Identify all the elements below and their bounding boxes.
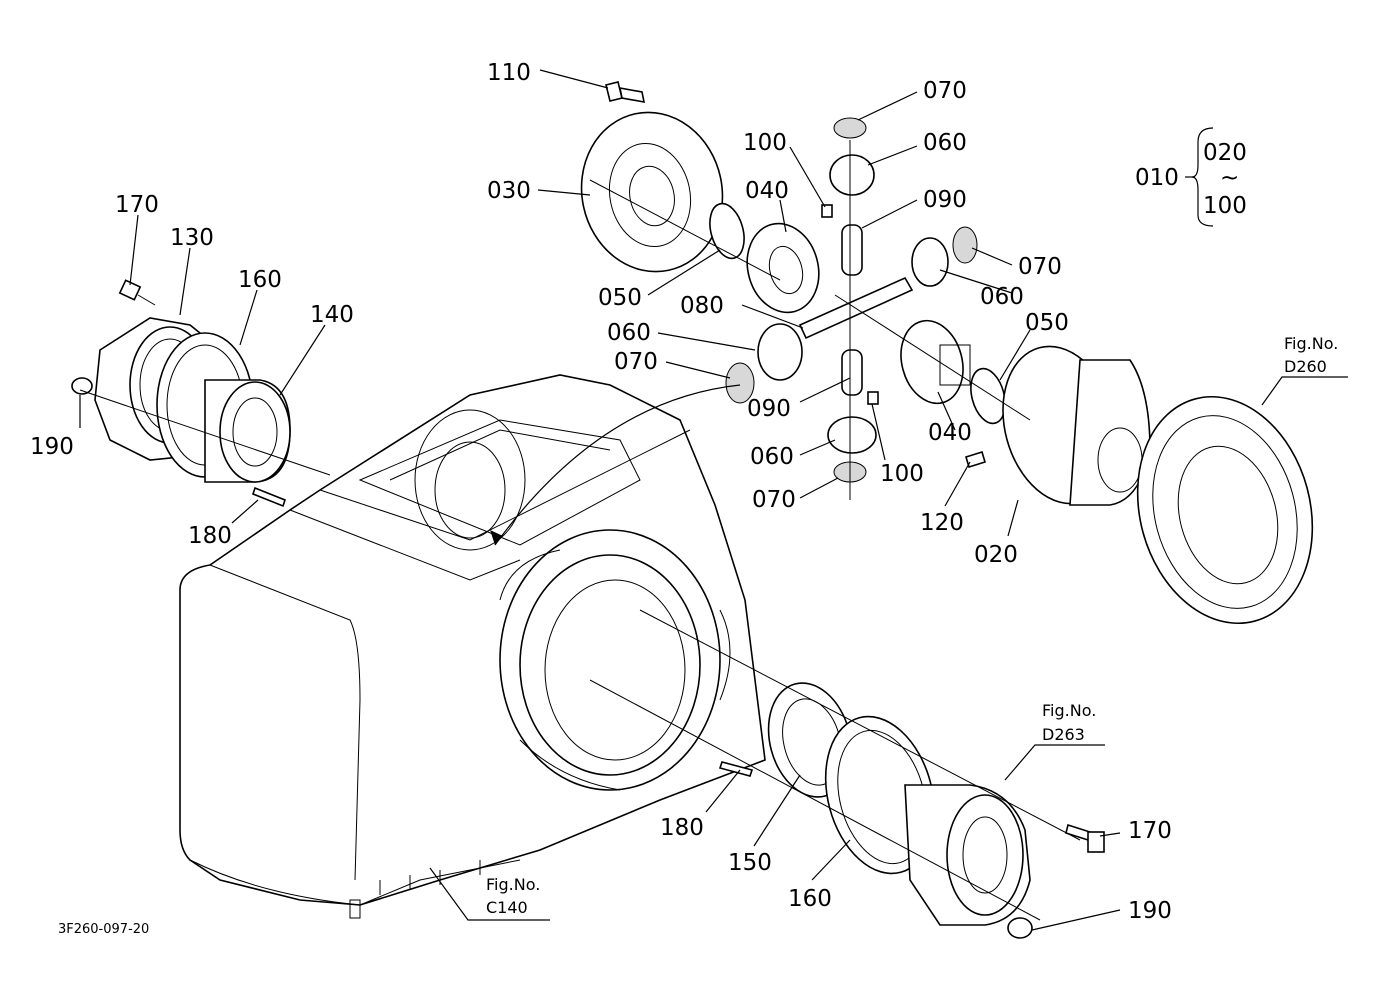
callout-070-top: 070 bbox=[923, 78, 967, 104]
callout-070-bottom: 070 bbox=[752, 487, 796, 513]
callout-180-right: 180 bbox=[660, 815, 704, 841]
callout-080: 080 bbox=[680, 293, 724, 319]
fig-ref-d263-code: D263 bbox=[1042, 725, 1085, 744]
callout-100-top: 100 bbox=[743, 130, 787, 156]
fig-ref-c140: Fig.No. C140 bbox=[429, 867, 550, 921]
callout-020: 020 bbox=[974, 542, 1018, 568]
diagram-code: 3F260-097-20 bbox=[58, 922, 149, 937]
left-cover-group bbox=[71, 279, 331, 508]
callout-060-bottom: 060 bbox=[750, 444, 794, 470]
callout-140: 140 bbox=[310, 302, 354, 328]
callout-030: 030 bbox=[487, 178, 531, 204]
fig-ref-d263: Fig.No. D263 bbox=[1004, 701, 1105, 781]
fig-ref-c140-code: C140 bbox=[486, 898, 528, 917]
callout-130: 130 bbox=[170, 225, 214, 251]
callout-160-right: 160 bbox=[788, 886, 832, 912]
callout-170-left: 170 bbox=[115, 192, 159, 218]
callout-090-top: 090 bbox=[923, 187, 967, 213]
callout-060-top: 060 bbox=[923, 130, 967, 156]
callout-110: 110 bbox=[487, 60, 531, 86]
callout-170-right: 170 bbox=[1128, 818, 1172, 844]
callout-040-left: 040 bbox=[745, 178, 789, 204]
callout-100-bottom: 100 bbox=[880, 461, 924, 487]
callout-150: 150 bbox=[728, 850, 772, 876]
callout-labels: 110 070 060 100 030 040 090 070 050 080 … bbox=[30, 60, 1172, 924]
callout-070-left: 070 bbox=[614, 349, 658, 375]
fig-ref-d260-code: D260 bbox=[1284, 357, 1327, 376]
transmission-case bbox=[179, 374, 766, 919]
fig-ref-d263-title: Fig.No. bbox=[1042, 701, 1096, 720]
callout-050-right: 050 bbox=[1025, 310, 1069, 336]
callout-050-left: 050 bbox=[598, 285, 642, 311]
callout-090-bottom: 090 bbox=[747, 396, 791, 422]
fig-ref-d260: Fig.No. D260 bbox=[1261, 334, 1348, 406]
assembly-range-from: 020 bbox=[1203, 140, 1247, 166]
fig-ref-d260-title: Fig.No. bbox=[1284, 334, 1338, 353]
leader-lines bbox=[79, 69, 1121, 931]
callout-180-left: 180 bbox=[188, 523, 232, 549]
callout-070-right: 070 bbox=[1018, 254, 1062, 280]
callout-160-left: 160 bbox=[238, 267, 282, 293]
callout-190-right: 190 bbox=[1128, 898, 1172, 924]
fig-ref-c140-title: Fig.No. bbox=[486, 875, 540, 894]
callout-060-left: 060 bbox=[607, 320, 651, 346]
right-cover-group bbox=[589, 609, 1105, 939]
callout-060-right: 060 bbox=[980, 284, 1024, 310]
assembly-range-sep: ~ bbox=[1220, 165, 1239, 191]
callout-040-right: 040 bbox=[928, 420, 972, 446]
callout-120: 120 bbox=[920, 510, 964, 536]
assembly-range-to: 100 bbox=[1203, 193, 1247, 219]
assembly-parent: 010 bbox=[1135, 165, 1179, 191]
differential-group bbox=[490, 81, 1314, 625]
callout-190-left: 190 bbox=[30, 434, 74, 460]
assembly-range: 010 020 ~ 100 bbox=[1135, 127, 1247, 227]
